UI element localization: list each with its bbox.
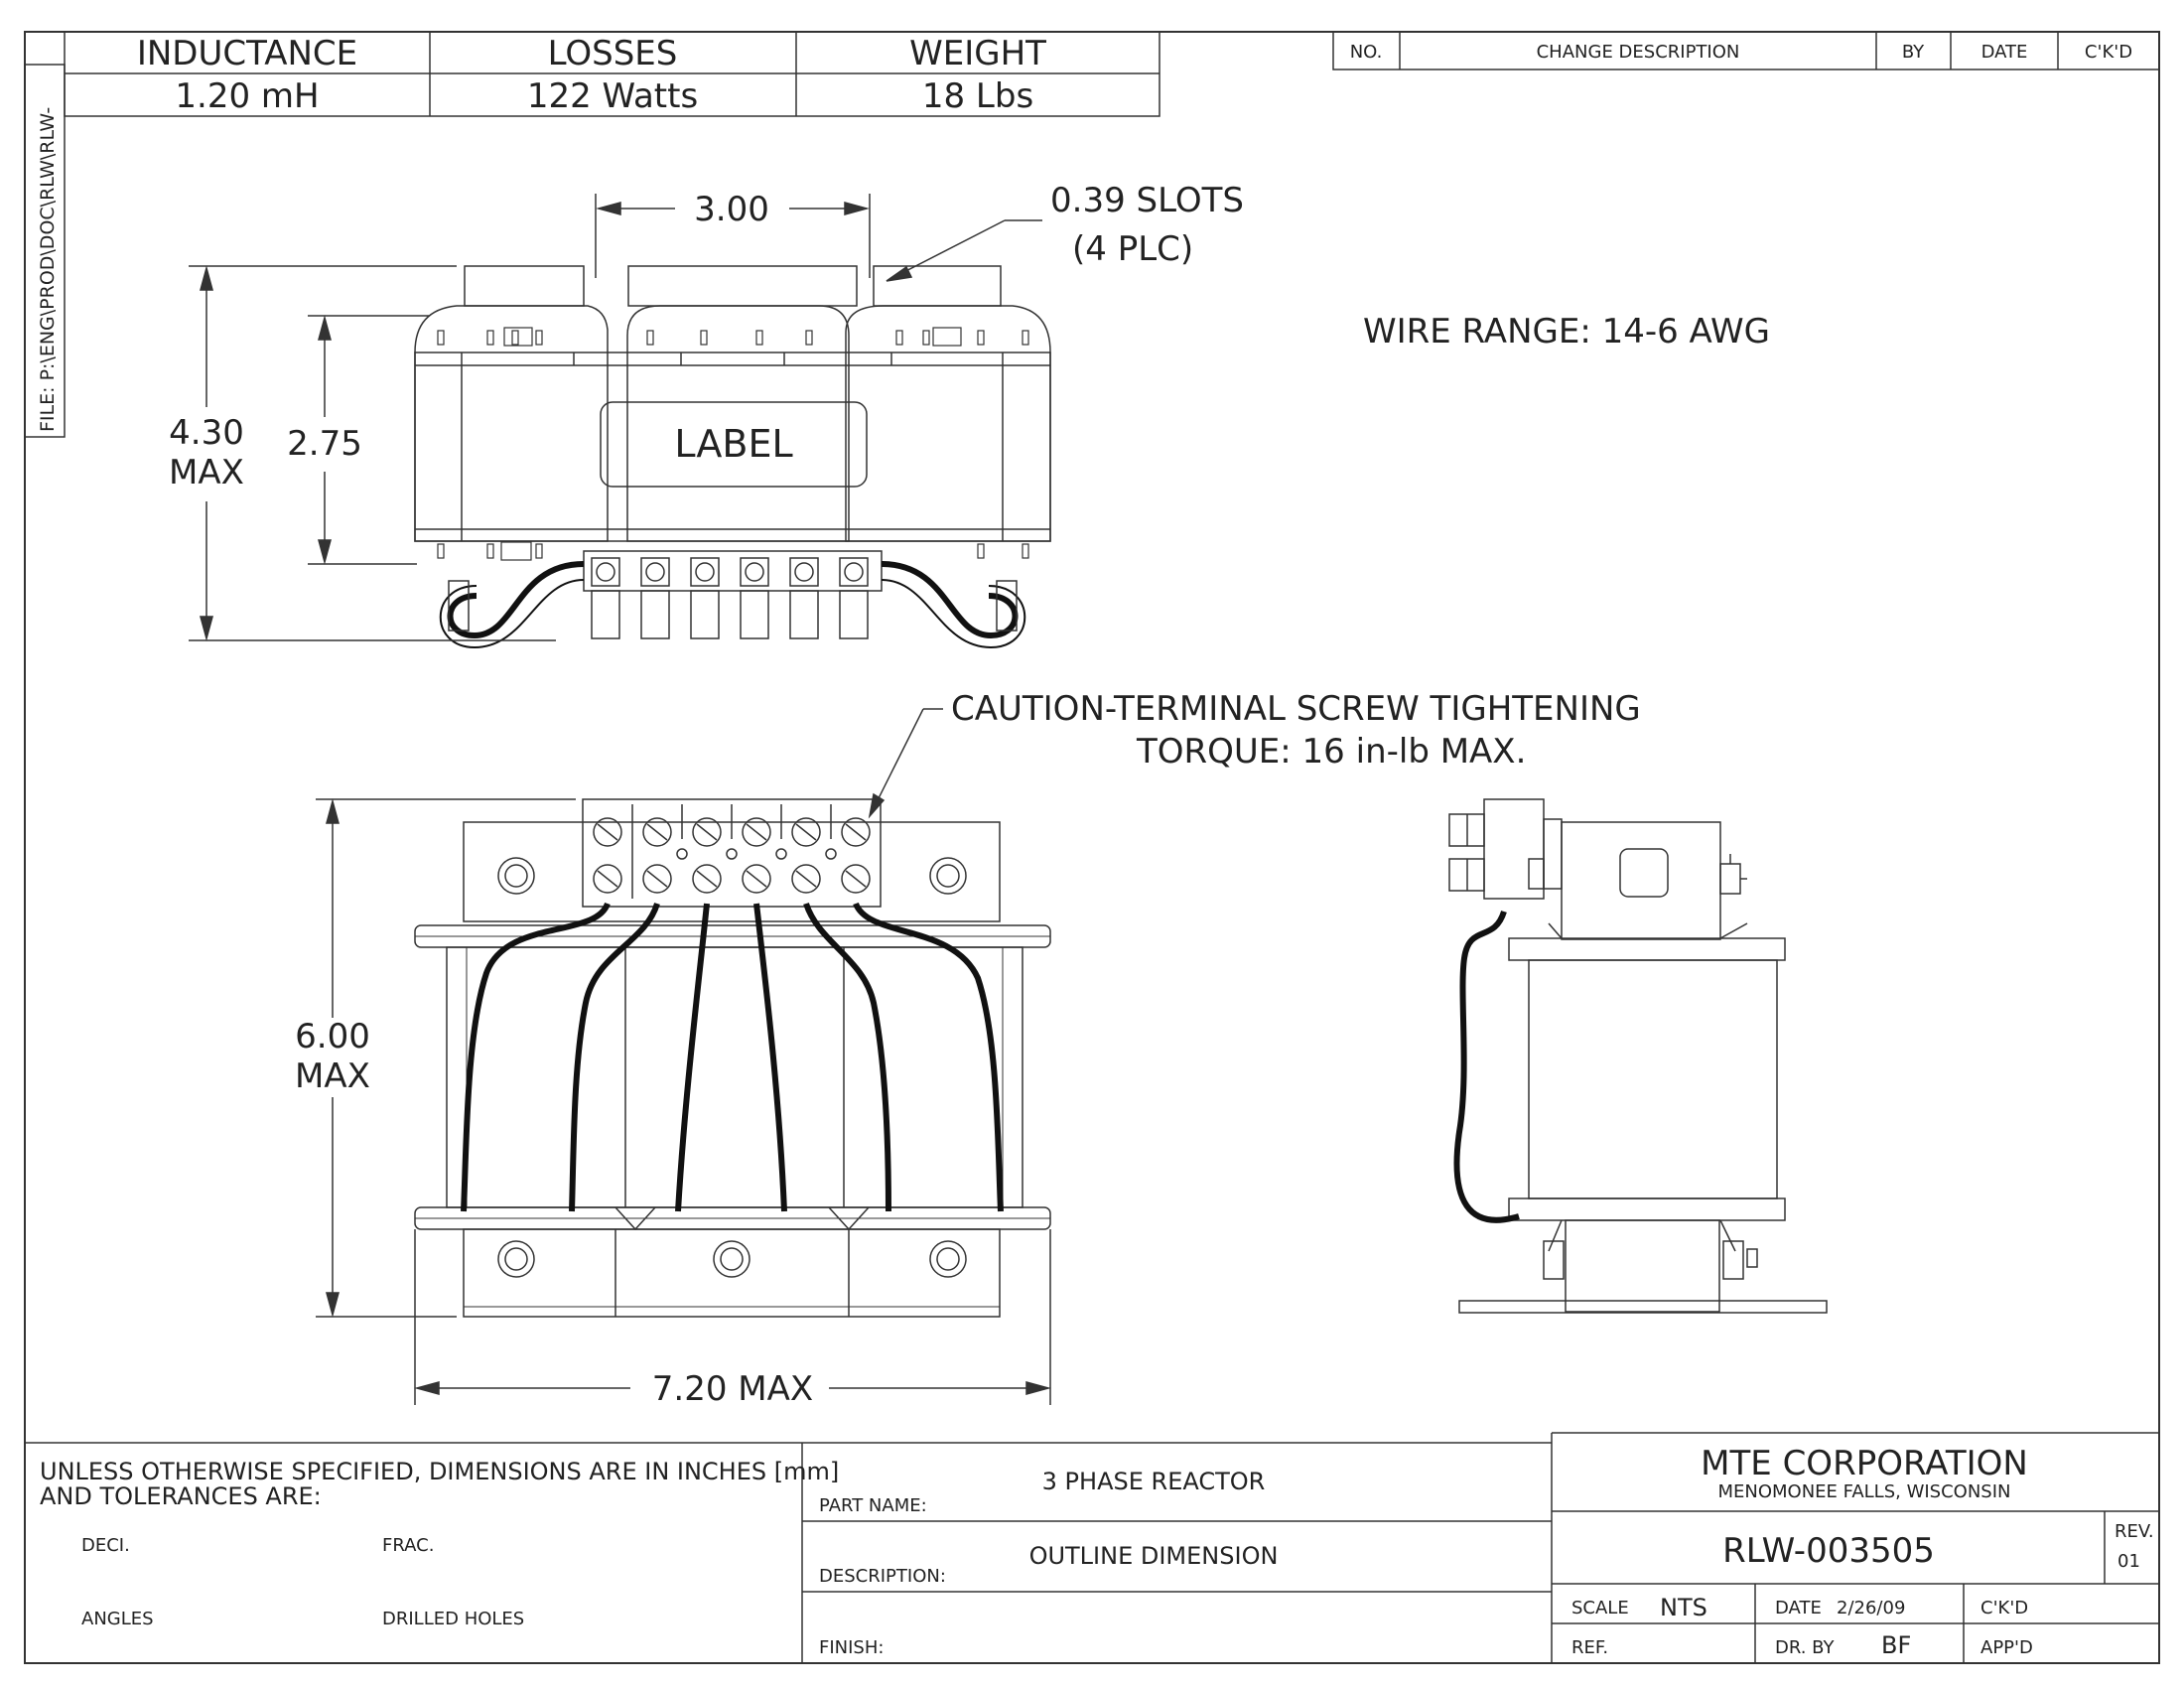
dim-6-00-note: MAX xyxy=(295,1056,370,1096)
deci-label: DECI. xyxy=(81,1535,130,1556)
drawing-number: RLW-003505 xyxy=(1722,1531,1935,1571)
rev-label: REV. xyxy=(2115,1521,2154,1542)
side-upper-bracket xyxy=(1561,821,1721,940)
top-teeth xyxy=(437,327,1029,347)
revision-table: NO. CHANGE DESCRIPTION BY DATE C'K'D xyxy=(1332,31,2160,70)
sheet-border xyxy=(24,31,2160,1664)
caution-note: CAUTION-TERMINAL SCREW TIGHTENING TORQUE… xyxy=(868,689,1641,819)
side-view xyxy=(1448,798,1828,1314)
spec-table: INDUCTANCE LOSSES WEIGHT 1.20 mH 122 Wat… xyxy=(64,31,1160,117)
appd-label: APP'D xyxy=(1980,1637,2033,1658)
company-name: MTE CORPORATION xyxy=(1701,1444,2028,1483)
description: OUTLINE DIMENSION xyxy=(1029,1542,1279,1570)
scale-value: NTS xyxy=(1660,1594,1707,1621)
title-block: UNLESS OTHERWISE SPECIFIED, DIMENSIONS A… xyxy=(25,1432,2159,1663)
caution-line-1: CAUTION-TERMINAL SCREW TIGHTENING xyxy=(951,689,1641,729)
dim-2-75: 2.75 xyxy=(287,315,429,565)
side-body xyxy=(1508,937,1786,961)
ckd-label: C'K'D xyxy=(1980,1598,2028,1618)
bottom-teeth xyxy=(437,541,1029,561)
drilled-holes-label: DRILLED HOLES xyxy=(382,1609,524,1629)
dr-by-label: DR. BY xyxy=(1775,1637,1836,1658)
dr-by-value: BF xyxy=(1881,1631,1911,1659)
company-location: MENOMONEE FALLS, WISCONSIN xyxy=(1717,1481,2010,1502)
spec-value-weight: 18 Lbs xyxy=(922,76,1033,116)
dim-3-00-text: 3.00 xyxy=(694,190,769,229)
rev-header-by: BY xyxy=(1902,42,1925,63)
spec-value-losses: 122 Watts xyxy=(527,76,698,116)
front-view: 6.00 MAX 7.20 MAX xyxy=(295,798,1051,1409)
wire-loop-left xyxy=(447,561,585,639)
angles-label: ANGLES xyxy=(81,1609,154,1629)
label-plate-text: LABEL xyxy=(674,422,792,466)
rev-header-no: NO. xyxy=(1350,42,1383,63)
label-plate xyxy=(600,401,868,488)
terminal-screws-front xyxy=(593,804,871,899)
dim-6-00-text: 6.00 xyxy=(295,1017,370,1056)
spec-value-inductance: 1.20 mH xyxy=(175,76,319,116)
date-value: 2/26/09 xyxy=(1837,1598,1905,1618)
tolerance-line-1: UNLESS OTHERWISE SPECIFIED, DIMENSIONS A… xyxy=(40,1458,839,1485)
wire-range-note: WIRE RANGE: 14-6 AWG xyxy=(1363,312,1770,352)
rev-header-ckd: C'K'D xyxy=(2085,42,2132,63)
slots-leader: 0.39 SLOTS (4 PLC) xyxy=(886,181,1244,282)
spec-header-inductance: INDUCTANCE xyxy=(137,34,357,73)
description-label: DESCRIPTION: xyxy=(819,1566,946,1587)
terminal-block-top xyxy=(583,550,883,592)
spec-header-losses: LOSSES xyxy=(548,34,678,73)
lower-mounting-plate xyxy=(463,1228,1001,1318)
side-wire xyxy=(1453,910,1520,1223)
dim-3-00: 3.00 xyxy=(595,190,871,278)
front-wires xyxy=(461,902,1004,1212)
file-path-box: FILE: P:\ENG\PROD\DOC\RLW\RLW- xyxy=(24,64,66,438)
dim-7-20-text: 7.20 MAX xyxy=(652,1369,813,1409)
dim-6-00: 6.00 MAX xyxy=(295,798,576,1318)
slots-text-2: (4 PLC) xyxy=(1072,229,1193,269)
terminal-feet-top xyxy=(591,590,869,639)
wire-loop-right xyxy=(881,561,1019,639)
dim-7-20: 7.20 MAX xyxy=(414,1229,1051,1409)
top-view: LABEL xyxy=(169,181,1244,649)
dim-2-75-text: 2.75 xyxy=(287,424,362,464)
finish-label: FINISH: xyxy=(819,1637,884,1658)
rev-header-date: DATE xyxy=(1981,42,2028,63)
reactor-body-top xyxy=(414,352,1051,542)
scale-label: SCALE xyxy=(1571,1598,1629,1618)
rev-value: 01 xyxy=(2117,1551,2140,1572)
tolerance-line-2: AND TOLERANCES ARE: xyxy=(40,1482,322,1510)
date-label: DATE xyxy=(1775,1598,1822,1618)
caution-line-2: TORQUE: 16 in-lb MAX. xyxy=(1136,732,1526,772)
spec-header-weight: WEIGHT xyxy=(909,34,1046,73)
terminal-block-front xyxy=(582,798,882,908)
part-name: 3 PHASE REACTOR xyxy=(1042,1468,1266,1495)
dim-4-30-note: MAX xyxy=(169,453,244,492)
frac-label: FRAC. xyxy=(382,1535,434,1556)
dim-4-30: 4.30 MAX xyxy=(169,265,556,641)
file-path: FILE: P:\ENG\PROD\DOC\RLW\RLW- xyxy=(37,107,59,432)
dim-4-30-text: 4.30 xyxy=(169,413,244,453)
part-name-label: PART NAME: xyxy=(819,1495,927,1516)
terminal-screws-top xyxy=(591,557,869,587)
slots-text-1: 0.39 SLOTS xyxy=(1050,181,1244,220)
ref-label: REF. xyxy=(1571,1637,1608,1658)
rev-header-change-description: CHANGE DESCRIPTION xyxy=(1537,42,1740,63)
